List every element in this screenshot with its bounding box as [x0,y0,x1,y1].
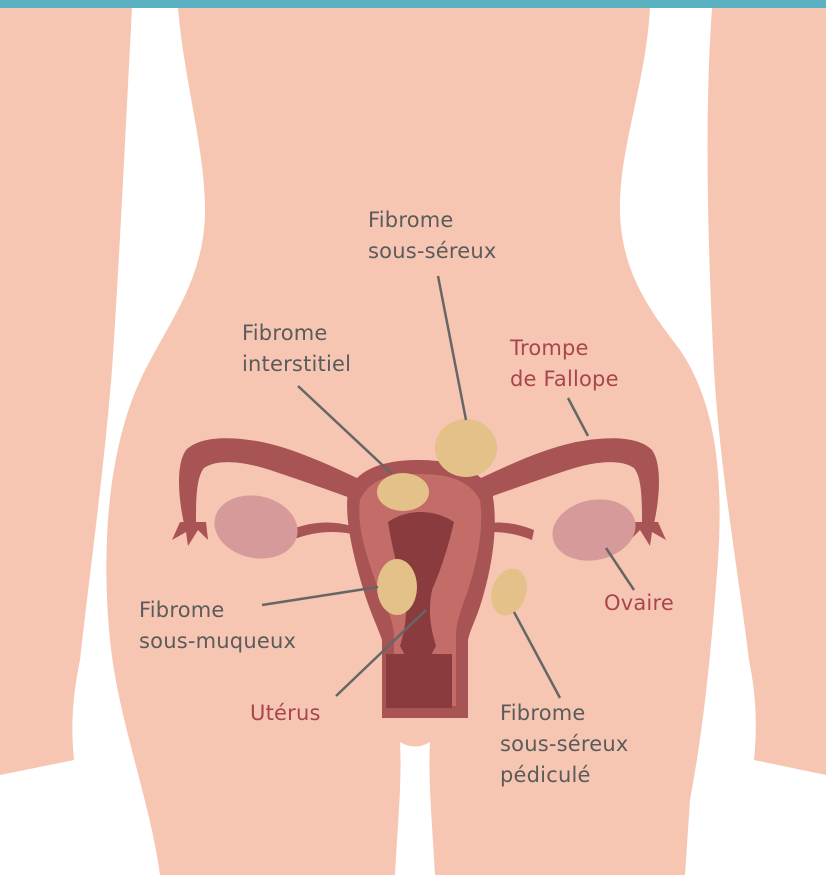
cervix-canal [386,654,452,708]
label-intramural-fibroid: Fibrome interstitiel [242,318,351,380]
label-submucosal-fibroid: Fibrome sous-muqueux [139,595,296,657]
label-fallopian-tube: Trompe de Fallope [510,333,619,395]
label-subserosal-fibroid: Fibrome sous-séreux [368,205,497,267]
right-arm [708,8,826,775]
fibroid-submucosal [377,559,417,615]
label-pedunculated-fibroid: Fibrome sous-séreux pédiculé [500,698,629,791]
left-arm [0,8,132,775]
body-silhouette [0,8,826,875]
fibroid-intramural [377,473,429,511]
label-uterus: Utérus [250,698,321,729]
fibroid-subserosal [435,419,497,477]
label-ovary: Ovaire [604,588,674,619]
